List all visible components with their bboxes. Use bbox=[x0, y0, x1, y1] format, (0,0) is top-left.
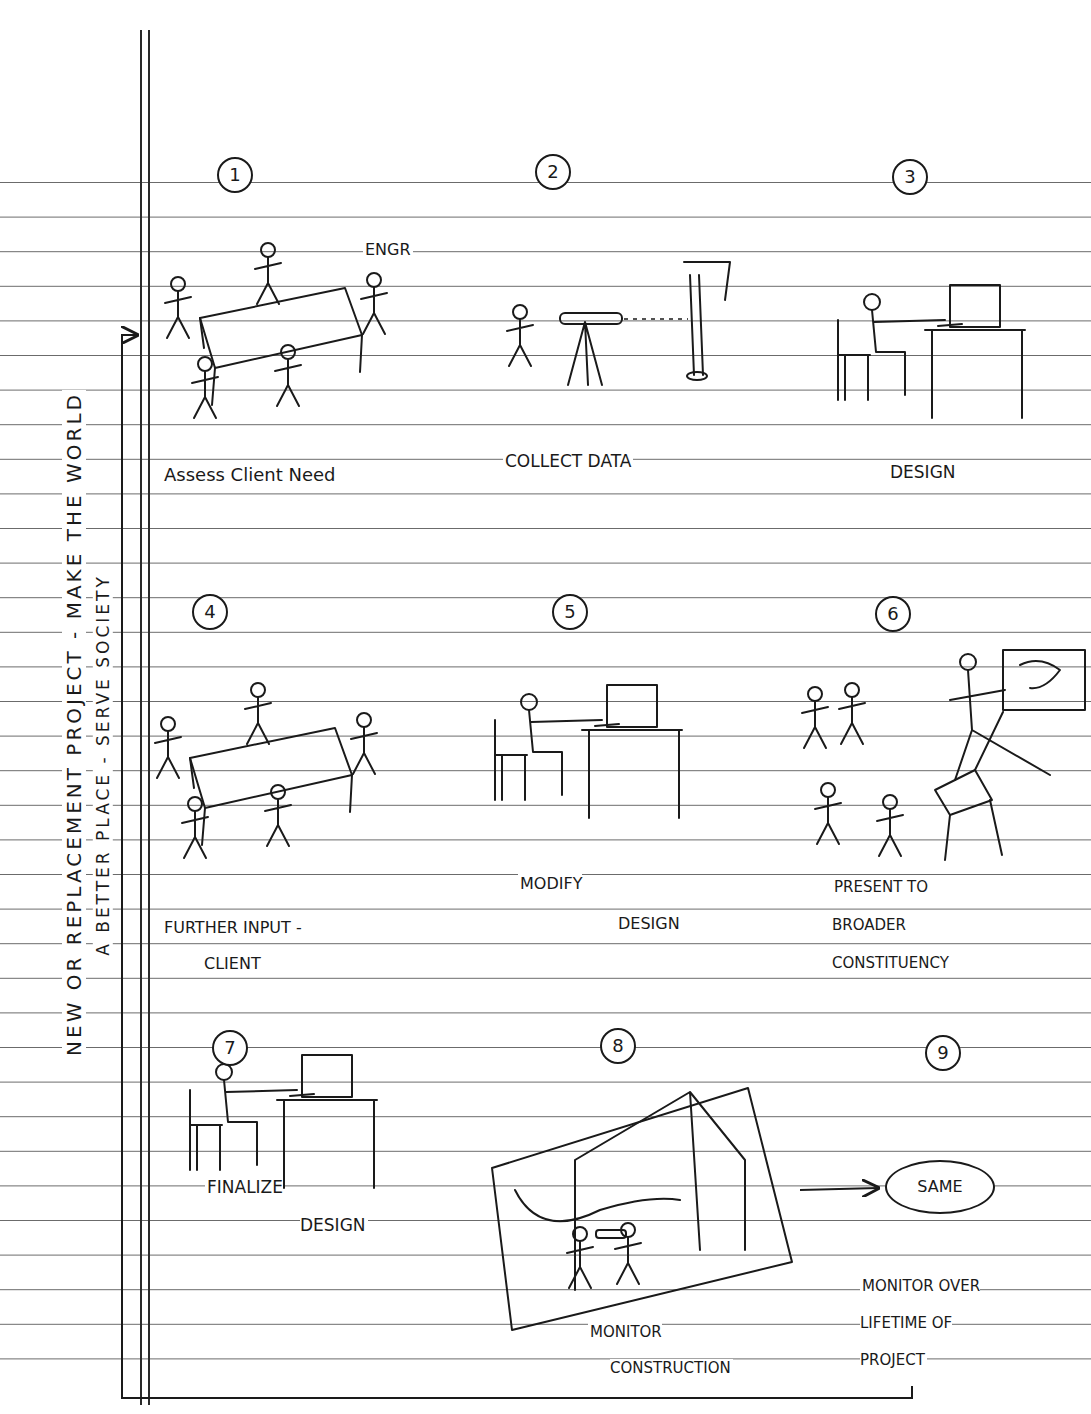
sketch-stroke bbox=[802, 687, 828, 748]
node-text: 6 bbox=[887, 604, 898, 624]
sketch-stroke bbox=[684, 262, 730, 375]
sketch-stroke bbox=[568, 322, 602, 385]
node-text: 4 bbox=[204, 602, 215, 622]
desk-scene bbox=[495, 685, 682, 818]
sketch-stroke bbox=[624, 318, 688, 320]
flow-arrow bbox=[800, 1188, 878, 1190]
sketch-stroke bbox=[575, 1092, 745, 1290]
node-text: 3 bbox=[904, 167, 915, 187]
survey-scene bbox=[507, 262, 730, 385]
label-text: ENGR bbox=[363, 240, 413, 259]
step-number-circle: 2 bbox=[535, 154, 571, 190]
sketch-stroke bbox=[1003, 650, 1085, 710]
step-caption: COLLECT DATA bbox=[503, 450, 633, 472]
label-text: FINALIZE DESIGN bbox=[205, 1177, 368, 1235]
desk-scene bbox=[190, 1055, 377, 1188]
step-caption: Assess Client Need bbox=[162, 463, 338, 486]
label-text: MONITOR CONSTRUCTION bbox=[588, 1323, 733, 1377]
margin-note: A BETTER PLACE - SERVE SOCIETY bbox=[93, 572, 113, 958]
presentation-scene bbox=[802, 650, 1085, 860]
step-caption: MODIFY DESIGN bbox=[518, 864, 638, 944]
sketch-stroke bbox=[839, 683, 865, 744]
margin-line bbox=[140, 30, 142, 1405]
sketch-stroke bbox=[950, 670, 1050, 780]
node-text: 9 bbox=[937, 1043, 948, 1063]
construction-scene bbox=[492, 1088, 792, 1330]
step-caption: DESIGN bbox=[888, 461, 958, 483]
step-caption: ENGR bbox=[363, 240, 413, 261]
meeting-scene bbox=[165, 243, 387, 418]
label-text: FURTHER INPUT - CLIENT bbox=[162, 918, 302, 973]
step-number-circle: 1 bbox=[217, 157, 253, 193]
desk-scene bbox=[838, 285, 1025, 418]
step-number-circle: 9 bbox=[925, 1035, 961, 1071]
label-text: COLLECT DATA bbox=[503, 451, 633, 471]
sketch-stroke bbox=[935, 770, 992, 815]
step-caption: FINALIZE DESIGN bbox=[205, 1168, 320, 1244]
sketch-stroke bbox=[507, 305, 533, 366]
step-number-circle: 8 bbox=[600, 1028, 636, 1064]
sketch-stroke bbox=[515, 1190, 680, 1221]
step-number-circle: 7 bbox=[212, 1030, 248, 1066]
label-text: DESIGN bbox=[888, 462, 958, 482]
step-number-circle: 6 bbox=[875, 596, 911, 632]
sketch-stroke bbox=[945, 712, 1003, 860]
sketch-stroke bbox=[687, 372, 707, 380]
step-number-circle: 4 bbox=[192, 594, 228, 630]
sketch-stroke bbox=[815, 783, 841, 844]
sketch-stroke bbox=[1020, 661, 1060, 688]
node-text: 8 bbox=[612, 1036, 623, 1056]
step-number-circle: 3 bbox=[892, 159, 928, 195]
loop-bracket-arrow bbox=[122, 335, 912, 1398]
meeting-scene bbox=[155, 683, 377, 858]
step-caption: PRESENT TO BROADER CONSTITUENCY bbox=[832, 868, 982, 982]
node-text: SAME bbox=[917, 1178, 962, 1196]
node-text: 1 bbox=[229, 165, 240, 185]
label-text: PRESENT TO BROADER CONSTITUENCY bbox=[832, 878, 951, 972]
sketch-stroke bbox=[960, 654, 976, 670]
sketch-stroke bbox=[560, 313, 622, 324]
margin-note: NEW OR REPLACEMENT PROJECT - MAKE THE WO… bbox=[62, 390, 86, 1058]
paper-rules bbox=[0, 182, 1091, 1392]
label-text: MODIFY DESIGN bbox=[518, 874, 682, 933]
sketch-stroke bbox=[492, 1088, 792, 1330]
step-caption: FURTHER INPUT - CLIENT bbox=[162, 910, 364, 982]
sketch-stroke bbox=[596, 1230, 626, 1238]
note-ellipse: SAME bbox=[885, 1160, 995, 1214]
step-caption: MONITOR CONSTRUCTION bbox=[588, 1314, 700, 1386]
node-text: 7 bbox=[224, 1038, 235, 1058]
step-caption: MONITOR OVER LIFETIME OF PROJECT bbox=[860, 1268, 1000, 1379]
label-text: MONITOR OVER LIFETIME OF PROJECT bbox=[860, 1277, 980, 1369]
node-text: 5 bbox=[564, 602, 575, 622]
node-text: 2 bbox=[547, 162, 558, 182]
sketch-stroke bbox=[877, 795, 903, 856]
sketch-stroke bbox=[615, 1223, 641, 1284]
label-text: A BETTER PLACE - SERVE SOCIETY bbox=[93, 572, 113, 958]
label-text: NEW OR REPLACEMENT PROJECT - MAKE THE WO… bbox=[62, 390, 86, 1058]
step-number-circle: 5 bbox=[552, 594, 588, 630]
label-text: Assess Client Need bbox=[162, 464, 338, 485]
margin-line bbox=[148, 30, 150, 1405]
sketch-stroke bbox=[567, 1227, 593, 1288]
